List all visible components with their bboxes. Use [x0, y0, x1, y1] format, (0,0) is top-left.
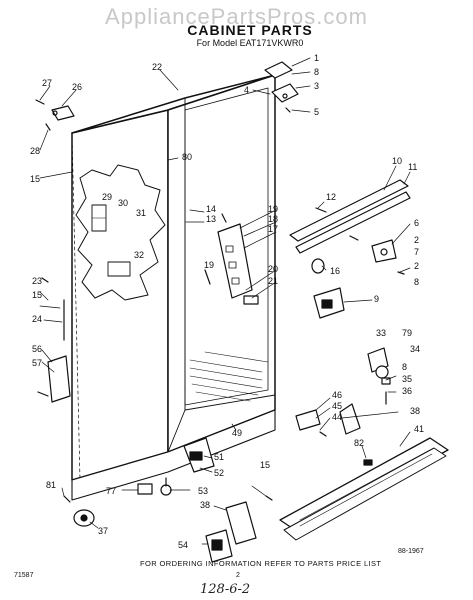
- callout-41: 41: [414, 424, 424, 434]
- callout-13: 13: [206, 214, 216, 224]
- callout-7: 7: [414, 247, 419, 257]
- callout-38a: 38: [410, 406, 420, 416]
- callout-23: 23: [32, 276, 42, 286]
- callout-15c: 15: [260, 460, 270, 470]
- callout-81: 81: [46, 480, 56, 490]
- cutaway-insulation-view: [75, 164, 166, 301]
- callout-28: 28: [30, 146, 40, 156]
- callout-19a: 19: [268, 204, 278, 214]
- watermark: AppliancePartsPros.com: [105, 4, 368, 29]
- model-subtitle: For Model EAT171VKWR0: [196, 38, 304, 48]
- callout-labels: 1 8 3 4 5 22 27 26 28 15 80 10 11 12 14 …: [30, 53, 424, 550]
- callout-57: 57: [32, 358, 42, 368]
- callout-3: 3: [314, 81, 319, 91]
- callout-51: 51: [214, 452, 224, 462]
- callout-37: 37: [98, 526, 108, 536]
- page-title: CABINET PARTS: [187, 22, 313, 38]
- callout-8c: 8: [402, 362, 407, 372]
- callout-52: 52: [214, 468, 224, 478]
- callout-53: 53: [198, 486, 208, 496]
- leader-lines: [39, 57, 411, 545]
- callout-19b: 19: [204, 260, 214, 270]
- top-hinge-assembly: [264, 61, 299, 113]
- ordering-info-note: FOR ORDERING INFORMATION REFER TO PARTS …: [140, 559, 382, 568]
- lower-hardware: [63, 437, 273, 563]
- callout-32: 32: [134, 250, 144, 260]
- small-bracket-46: [295, 409, 327, 437]
- latch-assembly: [313, 287, 345, 319]
- lower-right-hinge: [367, 347, 391, 405]
- page-number: 2: [236, 572, 240, 579]
- callout-36: 36: [402, 386, 412, 396]
- callout-2c: 2: [414, 261, 419, 271]
- callout-82: 82: [354, 438, 364, 448]
- left-hinge-assembly: [35, 99, 75, 131]
- callout-15a: 15: [30, 174, 40, 184]
- right-side-hardware: [311, 235, 405, 275]
- callout-77: 77: [106, 486, 116, 496]
- callout-44: 44: [332, 412, 342, 422]
- callout-56: 56: [32, 344, 42, 354]
- grille-bracket-right: [339, 403, 373, 466]
- code-right: 88-1967: [398, 548, 424, 555]
- callout-30: 30: [118, 198, 128, 208]
- callout-45: 45: [332, 401, 342, 411]
- callout-1: 1: [314, 53, 319, 63]
- callout-18: 18: [268, 214, 278, 224]
- callout-29: 29: [102, 192, 112, 202]
- callout-27: 27: [42, 78, 52, 88]
- callout-10: 10: [392, 156, 402, 166]
- callout-79: 79: [402, 328, 412, 338]
- callout-38b: 38: [200, 500, 210, 510]
- callout-33: 33: [376, 328, 386, 338]
- door-track-rails: [289, 179, 411, 254]
- callout-20: 20: [268, 264, 278, 274]
- callout-24: 24: [32, 314, 42, 324]
- callout-21: 21: [268, 276, 278, 286]
- handwritten-note: 128-6-2: [200, 582, 251, 597]
- callout-22: 22: [152, 62, 162, 72]
- callout-9: 9: [374, 294, 379, 304]
- callout-80: 80: [182, 152, 192, 162]
- callout-17: 17: [268, 224, 278, 234]
- callout-8: 8: [314, 67, 319, 77]
- callout-26: 26: [72, 82, 82, 92]
- callout-11: 11: [408, 162, 417, 172]
- callout-54: 54: [178, 540, 188, 550]
- callout-2b: 2: [414, 235, 419, 245]
- callout-31: 31: [136, 208, 146, 218]
- callout-34: 34: [410, 344, 420, 354]
- callout-6: 6: [414, 218, 419, 228]
- callout-15b: 15: [32, 290, 42, 300]
- toe-grille: [279, 437, 449, 541]
- control-bracket: [204, 213, 259, 305]
- callout-46: 46: [332, 390, 342, 400]
- callout-49: 49: [232, 428, 242, 438]
- callout-35: 35: [402, 374, 412, 384]
- callout-5: 5: [314, 107, 319, 117]
- callout-12: 12: [326, 192, 336, 202]
- code-left: 71587: [14, 572, 34, 579]
- callout-8b: 8: [414, 277, 419, 287]
- callout-4: 4: [244, 85, 249, 95]
- callout-16: 16: [330, 266, 340, 276]
- callout-14: 14: [206, 204, 216, 214]
- left-side-lower-parts: [37, 277, 71, 403]
